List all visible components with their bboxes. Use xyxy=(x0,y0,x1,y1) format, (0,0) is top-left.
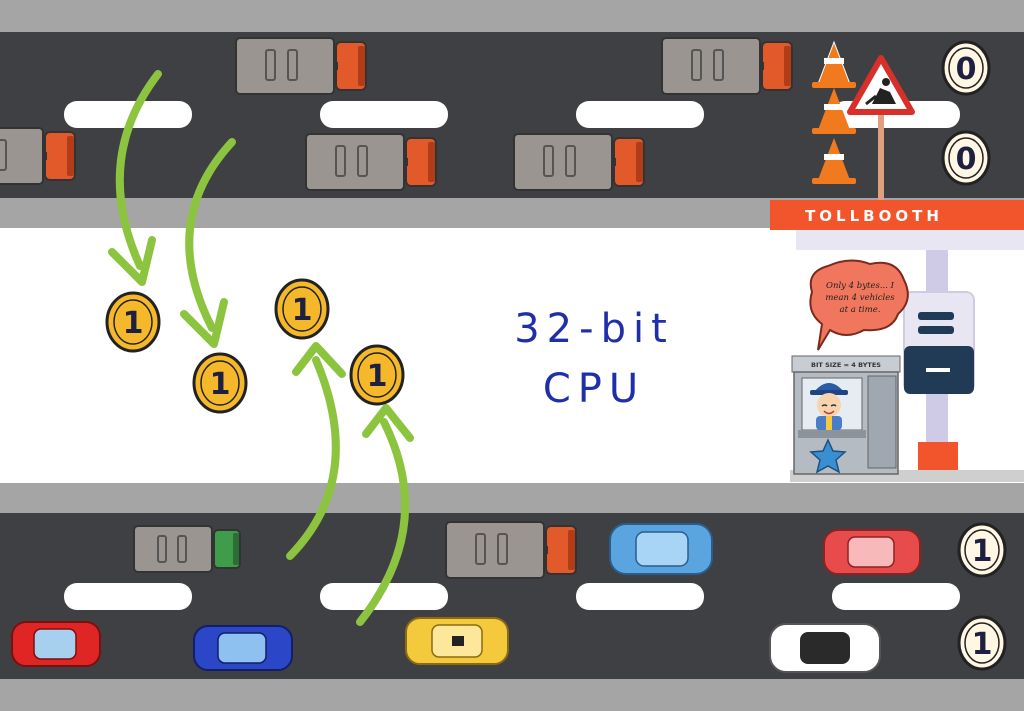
title-line-1: 32-bit xyxy=(514,306,674,352)
truck xyxy=(513,133,645,191)
white-car xyxy=(769,623,881,673)
top-lane-markings xyxy=(64,101,960,128)
traffic-cone-icon xyxy=(812,138,856,184)
coin-value: 1 xyxy=(292,293,313,328)
traffic-cone-icon xyxy=(812,88,856,134)
lane-bit-coin: 1 xyxy=(957,522,1007,578)
truck xyxy=(661,37,793,95)
lane-bit-value: 0 xyxy=(956,52,977,87)
coin-value: 1 xyxy=(123,306,144,341)
coin-value: 1 xyxy=(367,359,388,394)
green-curved-arrow-icon xyxy=(356,404,414,626)
lane-bit-value: 1 xyxy=(972,627,993,662)
truck xyxy=(445,521,577,579)
truck xyxy=(133,525,241,573)
speech-line: at a time. xyxy=(840,305,881,315)
red-car xyxy=(823,529,921,575)
toll-booth-cabin: BIT SIZE = 4 BYTES xyxy=(791,355,901,475)
booth-sign-text: BIT SIZE = 4 BYTES xyxy=(811,361,881,369)
green-curved-arrow-icon xyxy=(286,342,346,560)
speech-line: mean 4 vehicles xyxy=(825,293,895,303)
lane-bit-coin: 0 xyxy=(941,40,991,96)
bottom-road xyxy=(0,483,1024,711)
toll-attendant-icon xyxy=(810,383,848,430)
men-at-work-sign-icon xyxy=(847,55,915,202)
blue-car xyxy=(193,625,293,671)
bit-coin: 1 xyxy=(349,344,405,406)
tollbooth: TOLLBOOTH xyxy=(770,200,1024,482)
truck xyxy=(305,133,437,191)
traffic-cone-icon xyxy=(812,40,856,88)
truck xyxy=(235,37,367,95)
star-badge-icon xyxy=(809,438,847,474)
green-curved-arrow-icon xyxy=(108,70,162,286)
coin-value: 1 xyxy=(210,367,231,402)
speech-line: Only 4 bytes... I xyxy=(826,281,895,291)
tollbooth-sign xyxy=(770,200,1024,230)
bit-coin: 1 xyxy=(274,278,330,340)
taxi-car xyxy=(405,617,509,665)
lane-bit-coin: 0 xyxy=(941,130,991,186)
lane-bit-coin: 1 xyxy=(957,615,1007,671)
speech-bubble: Only 4 bytes... I mean 4 vehicles at a t… xyxy=(809,259,909,351)
tollbooth-sign-text: TOLLBOOTH xyxy=(805,207,943,225)
lane-bit-value: 0 xyxy=(956,142,977,177)
red-car xyxy=(11,621,101,667)
truck xyxy=(0,127,76,185)
bit-coin: 1 xyxy=(105,291,161,353)
blue-car xyxy=(609,523,713,575)
title-line-2: CPU xyxy=(543,366,645,412)
bottom-lane-markings xyxy=(64,583,960,610)
green-curved-arrow-icon xyxy=(180,138,236,348)
lane-bit-value: 1 xyxy=(972,534,993,569)
bit-coin: 1 xyxy=(192,352,248,414)
